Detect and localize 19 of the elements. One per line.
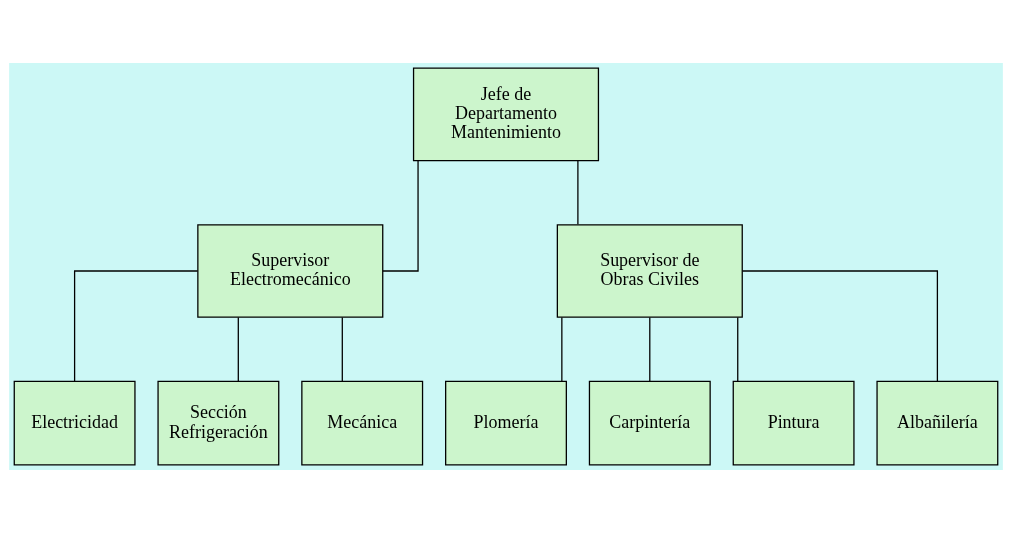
node-box: Albañilería	[875, 380, 998, 466]
node-box: Electricidad	[13, 380, 136, 466]
connector	[560, 316, 562, 382]
connector	[648, 316, 650, 382]
connector	[237, 316, 239, 382]
node-box: Sección Refrigeración	[156, 380, 279, 466]
connector	[736, 316, 738, 382]
connector	[73, 270, 198, 382]
node-box: Jefe de Departamento Mantenimiento	[412, 67, 599, 162]
connector	[576, 160, 579, 225]
connector	[741, 270, 938, 382]
connector	[341, 316, 343, 382]
connector	[381, 160, 419, 272]
node-box: Supervisor de Obras Civiles	[556, 224, 743, 318]
node-box: Mecánica	[300, 380, 423, 466]
node-box: Carpintería	[588, 380, 711, 466]
node-box: Plomería	[444, 380, 567, 466]
node-box: Supervisor Electromecánico	[196, 224, 383, 318]
node-box: Pintura	[732, 380, 855, 466]
